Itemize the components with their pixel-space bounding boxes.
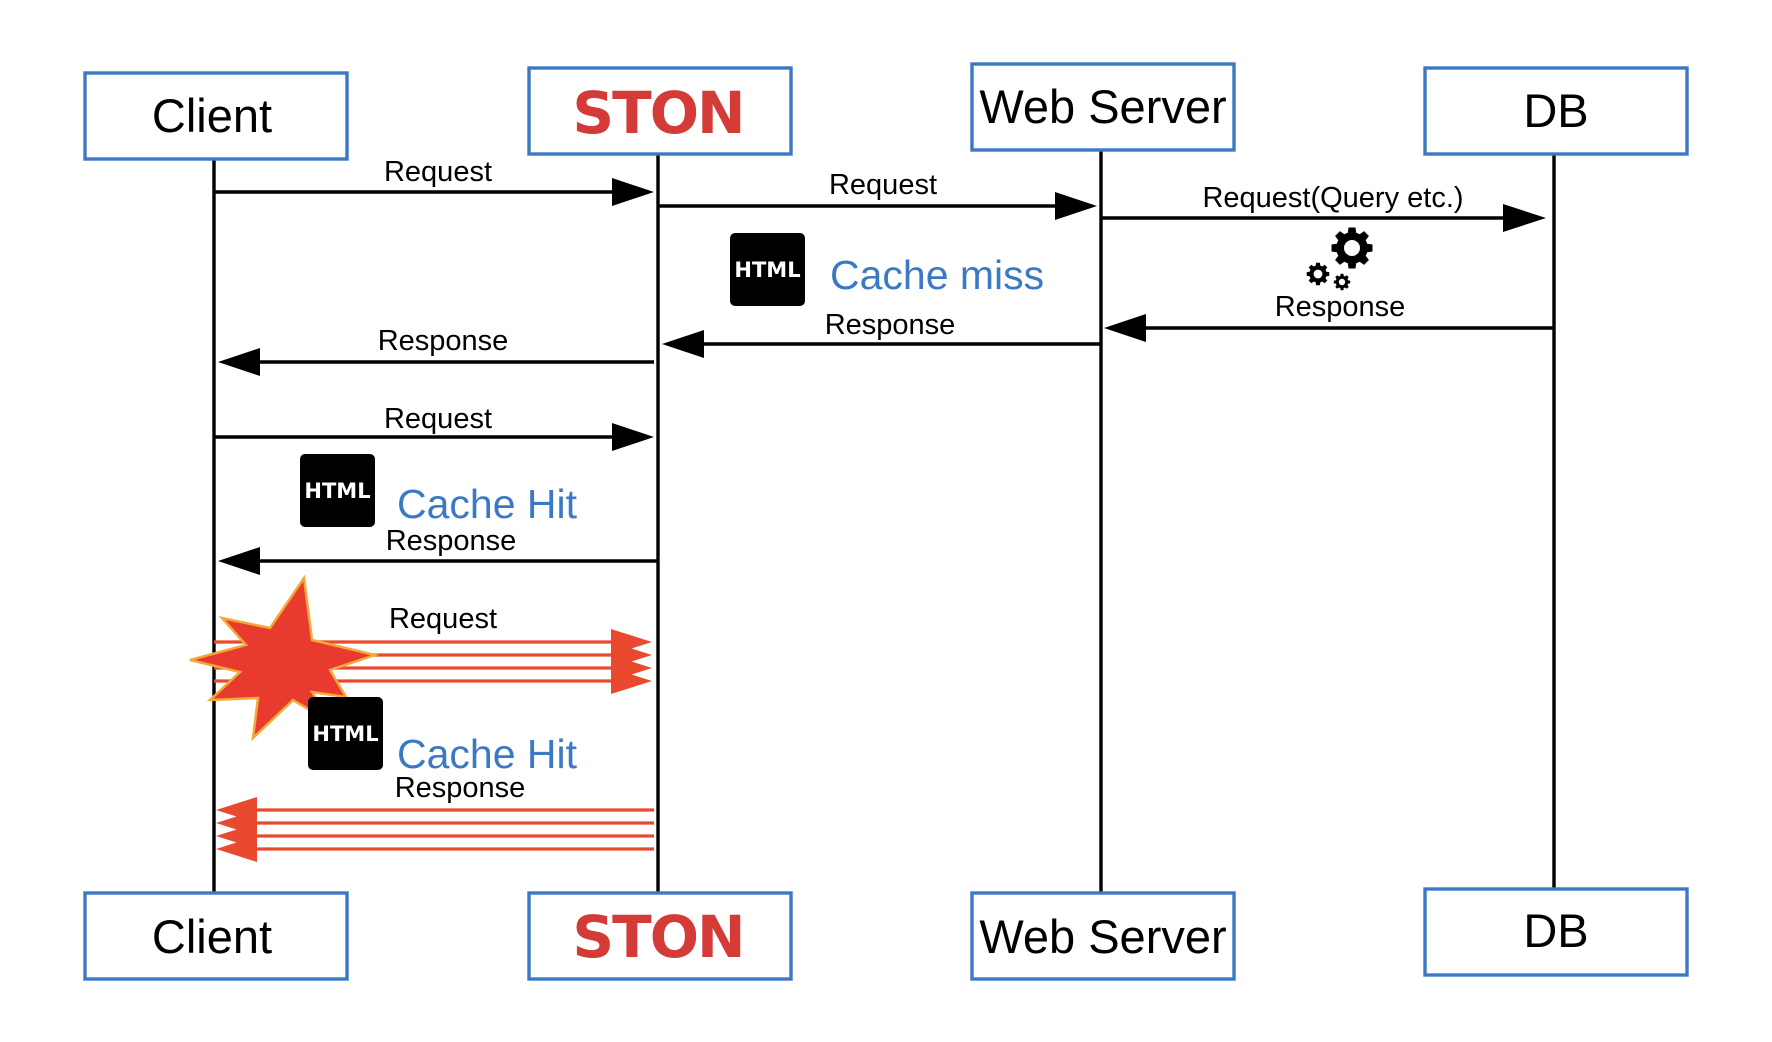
actor-client-top-label: Client bbox=[152, 89, 272, 142]
message-10-label: Response bbox=[395, 772, 526, 804]
actor-ston-top: STON bbox=[527, 66, 793, 156]
actor-webserver-bottom-label: Web Server bbox=[979, 910, 1226, 963]
ston-logo-bottom: STON bbox=[572, 903, 743, 971]
message-5-label: Response bbox=[825, 309, 956, 341]
note-cache-hit-1-label: Cache Hit bbox=[397, 481, 578, 527]
note-cache-hit-1: HTML Cache Hit bbox=[300, 454, 578, 527]
message-3-label: Request(Query etc.) bbox=[1202, 182, 1463, 214]
actor-client-bottom-label: Client bbox=[152, 910, 272, 963]
gears-icon bbox=[1306, 227, 1373, 291]
message-10-burst-response: Response bbox=[216, 772, 654, 862]
actor-db-bottom-label: DB bbox=[1523, 904, 1588, 957]
actor-client-top: Client bbox=[83, 71, 349, 161]
message-8-response: Response bbox=[218, 525, 658, 575]
html-badge-icon bbox=[308, 697, 383, 770]
message-5-response: Response bbox=[662, 309, 1101, 358]
note-cache-hit-1-badge: HTML bbox=[304, 479, 370, 503]
note-cache-hit-2-badge: HTML bbox=[312, 722, 378, 746]
html-badge-icon bbox=[300, 454, 375, 527]
message-6-response: Response bbox=[218, 325, 654, 376]
actor-webserver-top: Web Server bbox=[970, 62, 1236, 152]
note-cache-hit-2: HTML Cache Hit bbox=[308, 697, 578, 777]
html-badge-icon bbox=[730, 233, 805, 306]
actor-client-bottom: Client bbox=[83, 891, 349, 981]
actor-db-bottom: DB bbox=[1423, 887, 1689, 977]
message-4-response: Response bbox=[1104, 291, 1554, 342]
message-4-label: Response bbox=[1275, 291, 1406, 323]
ston-logo-top: STON bbox=[572, 79, 743, 147]
explosion-icon bbox=[189, 574, 380, 742]
actor-db-top-label: DB bbox=[1523, 84, 1588, 137]
actor-webserver-top-label: Web Server bbox=[979, 80, 1226, 133]
message-1-label: Request bbox=[384, 156, 492, 188]
message-7-label: Request bbox=[384, 403, 492, 435]
note-cache-hit-2-label: Cache Hit bbox=[397, 731, 578, 777]
message-1-request: Request bbox=[214, 156, 654, 206]
note-cache-miss-badge: HTML bbox=[734, 258, 800, 282]
message-9-label: Request bbox=[389, 603, 497, 635]
message-3-request-query: Request(Query etc.) bbox=[1101, 182, 1546, 232]
message-2-label: Request bbox=[829, 169, 937, 201]
message-8-label: Response bbox=[386, 525, 517, 557]
message-2-request: Request bbox=[658, 169, 1097, 220]
actor-webserver-bottom: Web Server bbox=[970, 891, 1236, 981]
actor-db-top: DB bbox=[1423, 66, 1689, 156]
note-cache-miss-label: Cache miss bbox=[830, 252, 1044, 298]
note-cache-miss: HTML Cache miss bbox=[730, 233, 1044, 306]
message-6-label: Response bbox=[378, 325, 509, 357]
message-7-request: Request bbox=[214, 403, 654, 451]
actor-ston-bottom: STON bbox=[527, 891, 793, 981]
